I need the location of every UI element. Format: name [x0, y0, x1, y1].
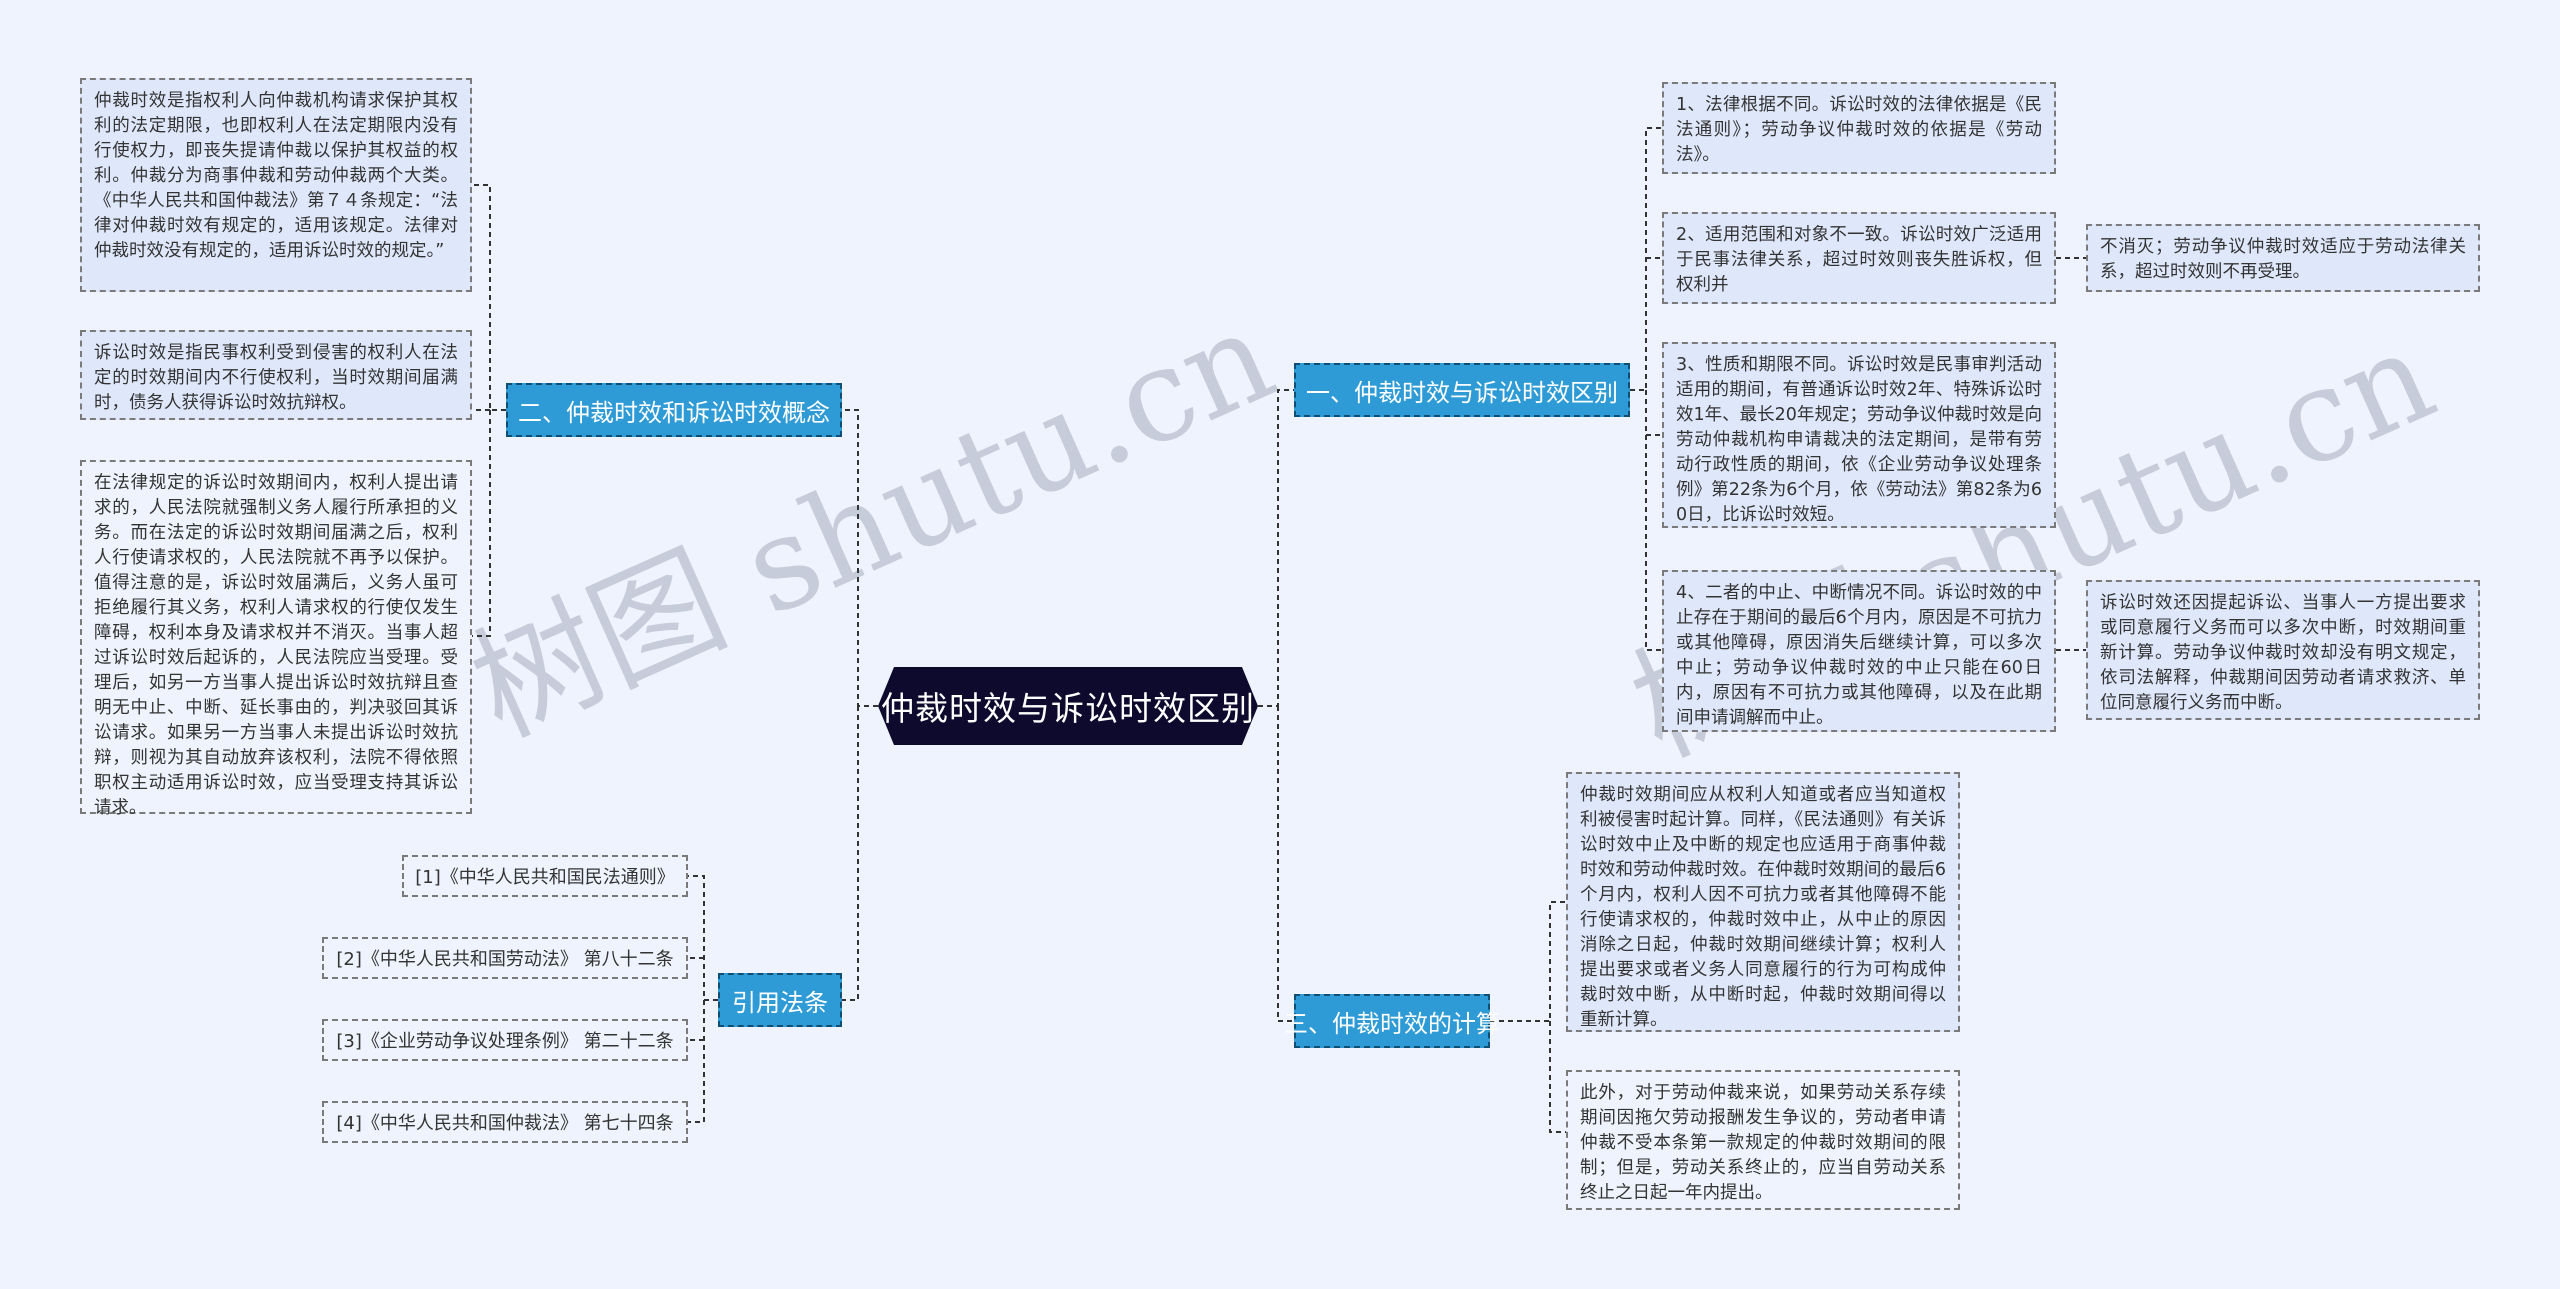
connector-concept-note-1 — [472, 184, 506, 411]
difference-note-4: 4、二者的中止、中断情况不同。诉讼时效的中止存在于期间的最后6个月内，原因是不可… — [1662, 570, 2056, 732]
difference-note-2: 2、适用范围和对象不一致。诉讼时效广泛适用于民事法律关系，超过时效则丧失胜诉权，… — [1662, 212, 2056, 304]
connector-difference-3 — [1645, 390, 1662, 436]
connector-calculation-2 — [1549, 1021, 1566, 1133]
branch-calculation[interactable]: 三、仲裁时效的计算 — [1284, 994, 1500, 1048]
connector-root-calculation — [1277, 706, 1294, 1022]
difference-sub-note-2: 诉讼时效还因提起诉讼、当事人一方提出要求或同意履行义务而可以多次中断，时效期间重… — [2086, 580, 2480, 720]
citation-item: [3]《企业劳动争议处理条例》 第二十二条 — [322, 1019, 688, 1061]
citation-item: [4]《中华人民共和国仲裁法》 第七十四条 — [322, 1101, 688, 1143]
root-node[interactable]: 仲裁时效与诉讼时效区别 — [878, 667, 1258, 745]
connector-citation-1 — [688, 875, 718, 1001]
connector-difference-4 — [1645, 390, 1662, 651]
branch-citations[interactable]: 引用法条 — [718, 973, 842, 1027]
connector-calculation-1 — [1490, 901, 1566, 1022]
concept-note-arbitration: 仲裁时效是指权利人向仲裁机构请求保护其权利的法定期限，也即权利人在法定期限内没有… — [80, 78, 472, 292]
branch-concept[interactable]: 二、仲裁时效和诉讼时效概念 — [506, 383, 842, 437]
concept-note-detail: 在法律规定的诉讼时效期间内，权利人提出请求的，人民法院就强制义务人履行所承担的义… — [80, 460, 472, 818]
difference-sub-note-1: 不消灭；劳动争议仲裁时效适应于劳动法律关系，超过时效则不再受理。 — [2086, 224, 2480, 292]
difference-note-1: 1、法律根据不同。诉讼时效的法律依据是《民法通则》；劳动争议仲裁时效的依据是《劳… — [1662, 82, 2056, 174]
connector-root-concept — [842, 409, 878, 707]
connector-root-citations — [842, 706, 859, 1001]
connector-concept-note-3 — [472, 410, 491, 637]
citation-item: [1]《中华人民共和国民法通则》 — [402, 855, 688, 897]
citation-item: [2]《中华人民共和国劳动法》 第八十二条 — [322, 937, 688, 979]
branch-difference[interactable]: 一、仲裁时效与诉讼时效区别 — [1294, 363, 1630, 417]
difference-note-3: 3、性质和期限不同。诉讼时效是民事审判活动适用的期间，有普通诉讼时效2年、特殊诉… — [1662, 342, 2056, 528]
concept-note-litigation: 诉讼时效是指民事权利受到侵害的权利人在法定的时效期间内不行使权利，当时效期间届满… — [80, 330, 472, 420]
connector-root-difference — [1258, 389, 1294, 707]
connector-citation-4 — [688, 1000, 705, 1123]
calculation-note-1: 仲裁时效期间应从权利人知道或者应当知道权利被侵害时起计算。同样，《民法通则》有关… — [1566, 772, 1960, 1032]
calculation-note-2: 此外，对于劳动仲裁来说，如果劳动关系存续期间因拖欠劳动报酬发生争议的，劳动者申请… — [1566, 1070, 1960, 1210]
